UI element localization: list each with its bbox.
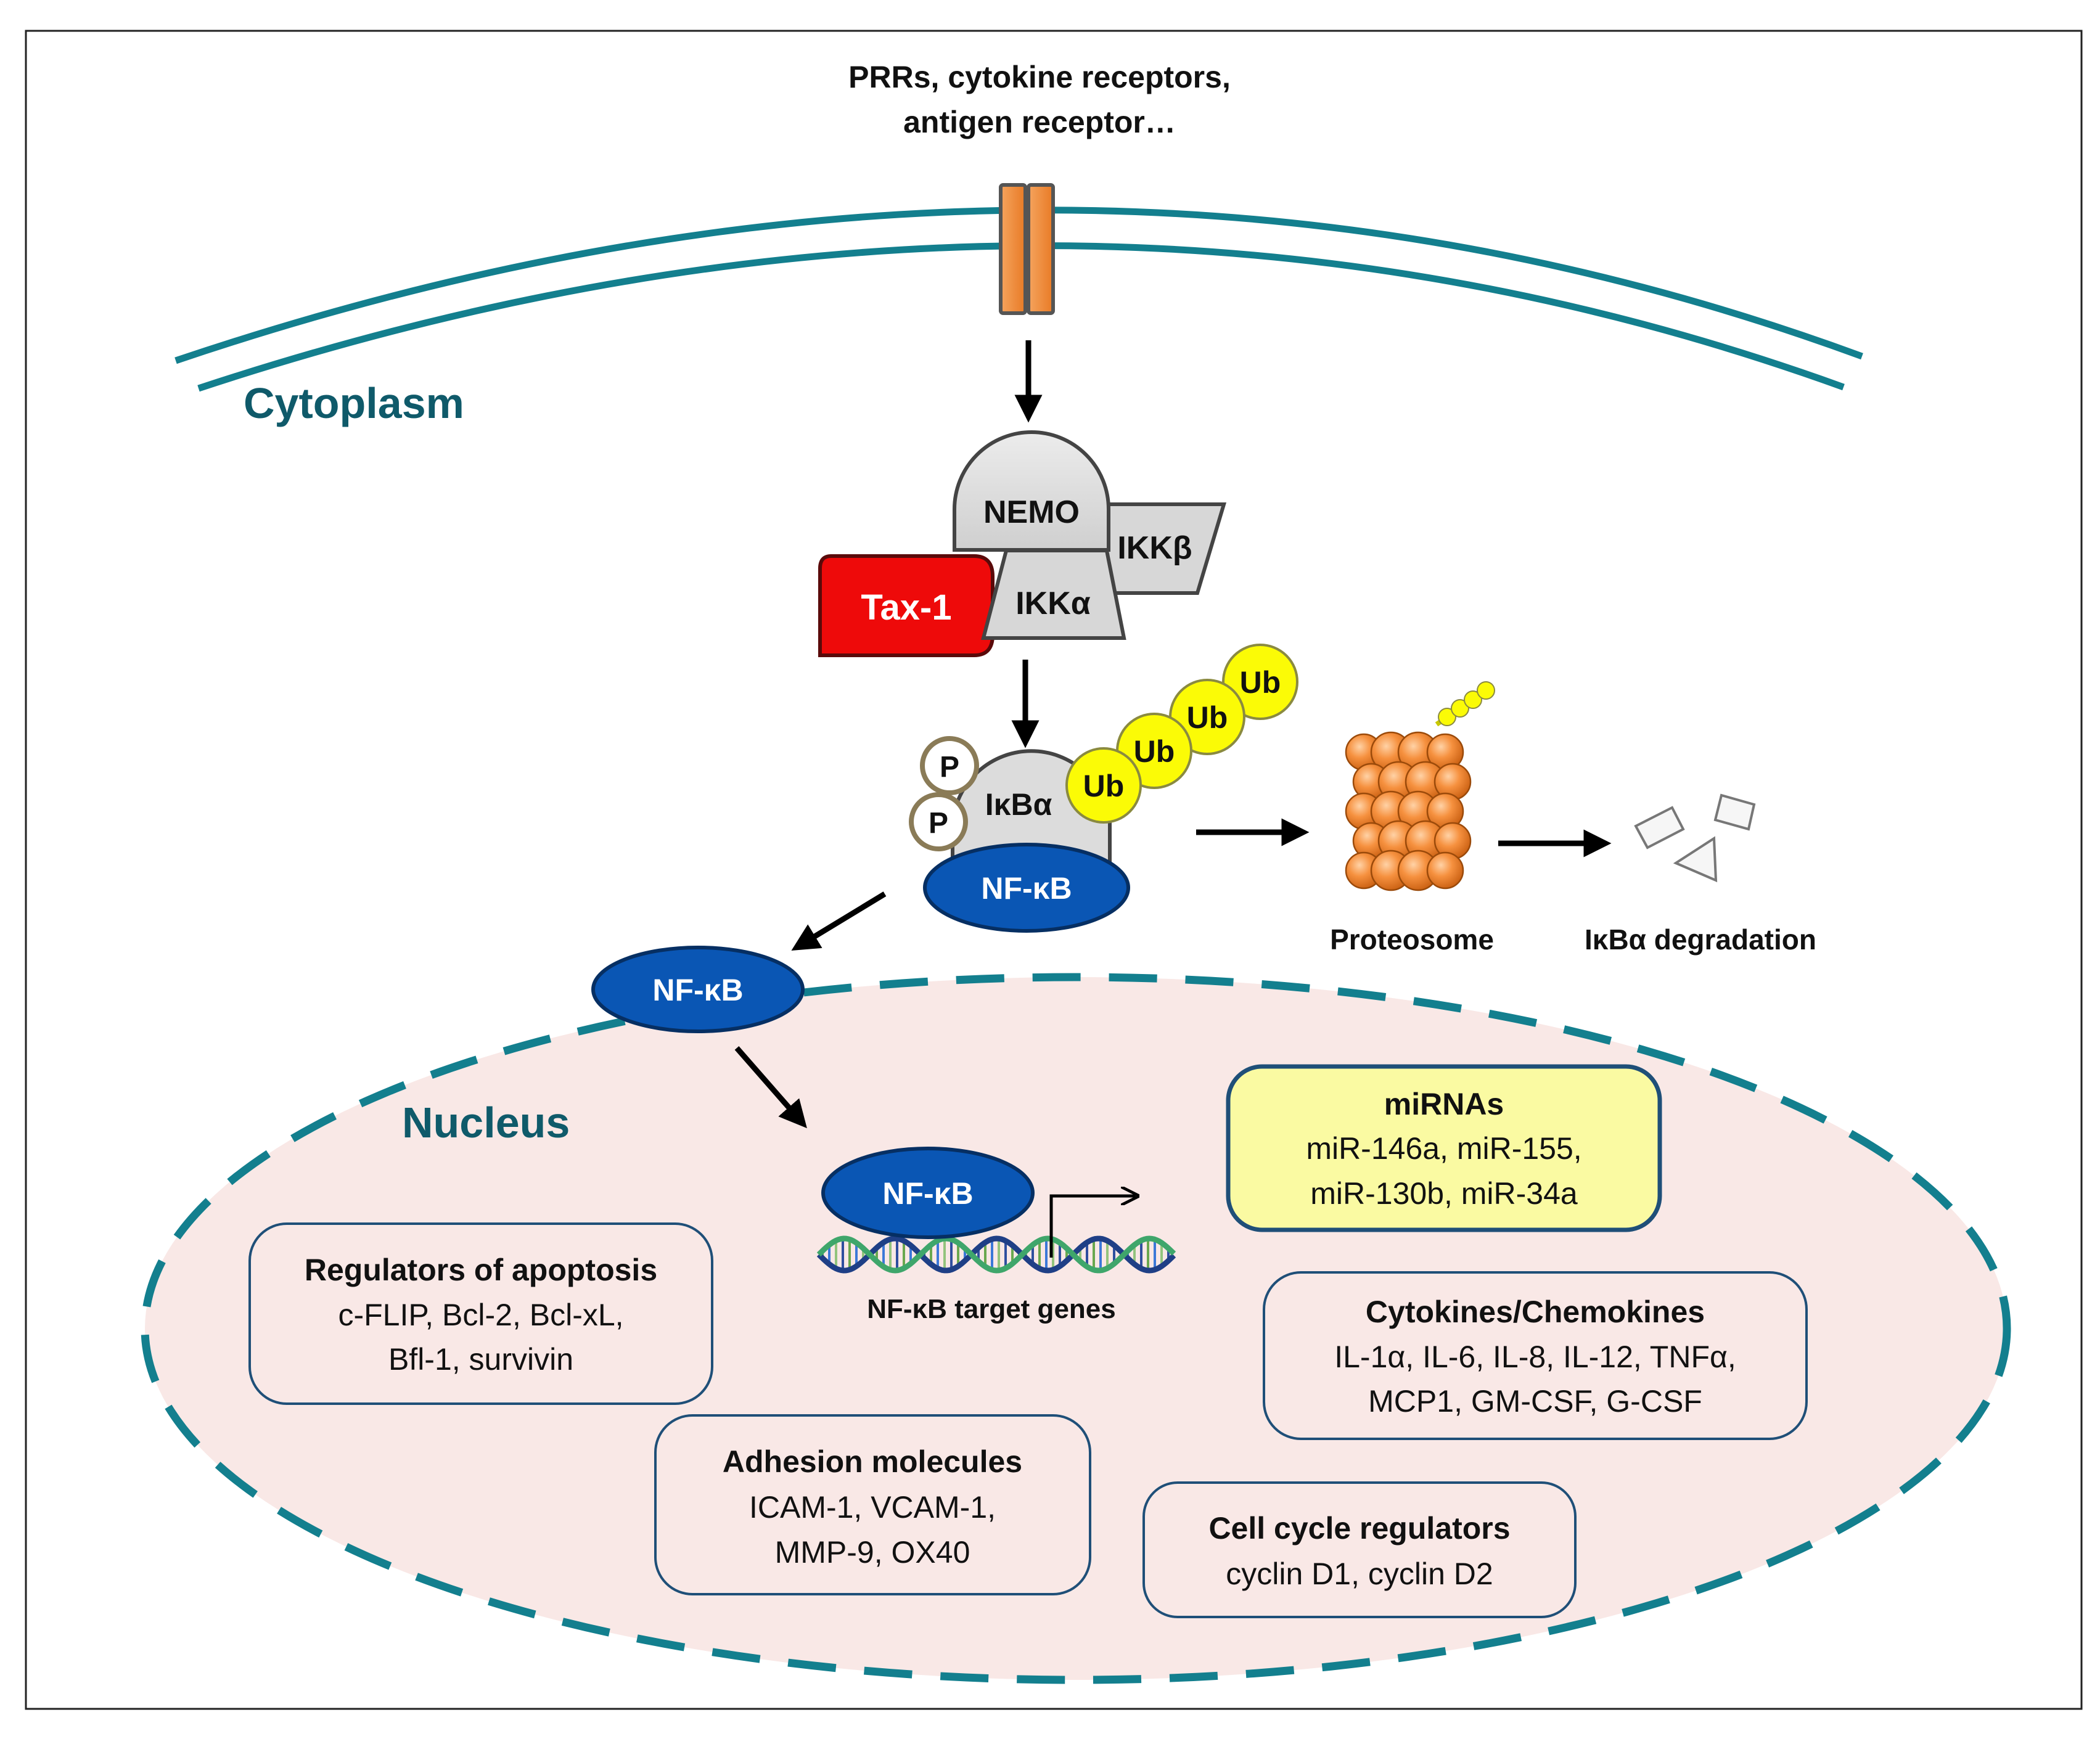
nfkb-bound-ellipse bbox=[821, 1147, 1035, 1239]
dna-helix-icon bbox=[816, 1235, 1176, 1274]
ubiquitin-label: Ub bbox=[1083, 769, 1125, 803]
dna-strand bbox=[816, 1235, 1176, 1274]
tax1-label: Tax-1 bbox=[861, 587, 951, 628]
phospho-label-2: P bbox=[929, 807, 948, 840]
adhesion-line1: ICAM-1, VCAM-1, bbox=[749, 1490, 996, 1525]
ubiquitin-label: Ub bbox=[1240, 665, 1281, 700]
target-genes-label: NF-κB target genes bbox=[867, 1294, 1115, 1324]
ubiquitin-circle bbox=[1222, 644, 1298, 720]
apoptosis-title: Regulators of apoptosis bbox=[305, 1253, 657, 1287]
dna-strand bbox=[816, 1235, 1176, 1274]
ubiquitin-circle bbox=[1065, 747, 1142, 824]
nemo-label: NEMO bbox=[983, 494, 1080, 530]
transcription-start-arrow bbox=[1049, 1196, 1136, 1258]
mirnas-line2: miR-130b, miR-34a bbox=[1310, 1176, 1578, 1211]
proteasome-label: Proteosome bbox=[1330, 923, 1494, 956]
ikba-label: IκBα bbox=[985, 787, 1052, 822]
apoptosis-line2: Bfl-1, survivin bbox=[388, 1342, 573, 1377]
ikba-nfkb-complex: IκBα NF-κB P P Ub Ub Ub Ub bbox=[909, 644, 1298, 933]
mirnas-title: miRNAs bbox=[1384, 1087, 1504, 1121]
ikk-alpha-shape bbox=[981, 549, 1126, 640]
proteasome-subunit bbox=[1426, 851, 1464, 890]
mirnas-line1: miR-146a, miR-155, bbox=[1306, 1131, 1581, 1166]
nemo-shape bbox=[953, 430, 1110, 552]
mirnas-box: miRNAs miR-146a, miR-155, miR-130b, miR-… bbox=[1226, 1064, 1662, 1232]
phospho-circle-2 bbox=[909, 792, 968, 851]
cytokines-line1: IL-1α, IL-6, IL-8, IL-12, TNFα, bbox=[1334, 1340, 1736, 1374]
proteasome-ub-tail bbox=[1435, 681, 1495, 727]
ikk-complex: IKKβ NEMO Tax-1 IKKα bbox=[818, 430, 1227, 657]
arrow-release-nfkb bbox=[791, 891, 887, 951]
cell-cycle-title: Cell cycle regulators bbox=[1208, 1511, 1510, 1545]
cell-cycle-box: Cell cycle regulators cyclin D1, cyclin … bbox=[1142, 1481, 1577, 1618]
nfkb-complex-label: NF-κB bbox=[981, 871, 1072, 906]
cytoplasm-label: Cytoplasm bbox=[244, 379, 464, 427]
apoptosis-regulators-box: Regulators of apoptosis c-FLIP, Bcl-2, B… bbox=[248, 1222, 713, 1405]
nfkb-complex-ellipse bbox=[923, 843, 1130, 933]
ubiquitin-label: Ub bbox=[1134, 734, 1175, 769]
tax1-shape bbox=[818, 554, 995, 657]
cytokines-line2: MCP1, GM-CSF, G-CSF bbox=[1368, 1384, 1702, 1419]
phospho-circle-1 bbox=[920, 736, 979, 795]
nfkb-translocating-label: NF-κB bbox=[652, 973, 743, 1007]
degradation-label: IκBα degradation bbox=[1585, 923, 1816, 956]
phospho-label-1: P bbox=[940, 751, 959, 784]
ubiquitin-label: Ub bbox=[1187, 700, 1228, 735]
nfkb-translocating-ellipse bbox=[591, 946, 805, 1033]
ubiquitin-chain: Ub Ub Ub Ub bbox=[1065, 644, 1298, 824]
arrow-into-nucleus bbox=[734, 1046, 807, 1129]
ikk-beta-label: IKKβ bbox=[1117, 530, 1192, 566]
apoptosis-line1: c-FLIP, Bcl-2, Bcl-xL, bbox=[338, 1298, 623, 1332]
adhesion-title: Adhesion molecules bbox=[723, 1444, 1022, 1479]
cell-cycle-line1: cyclin D1, cyclin D2 bbox=[1226, 1557, 1493, 1591]
adhesion-molecules-box: Adhesion molecules ICAM-1, VCAM-1, MMP-9… bbox=[654, 1414, 1091, 1595]
adhesion-line2: MMP-9, OX40 bbox=[775, 1535, 970, 1570]
cytokines-box: Cytokines/Chemokines IL-1α, IL-6, IL-8, … bbox=[1263, 1271, 1808, 1440]
proteasome-icon bbox=[1345, 681, 1495, 891]
degradation-fragments-icon bbox=[1634, 793, 1756, 883]
receptor-label-line2: antigen receptor… bbox=[903, 105, 1176, 139]
receptor-icon bbox=[999, 183, 1055, 315]
nfkb-bound-label: NF-κB bbox=[882, 1176, 973, 1211]
ikk-alpha-label: IKKα bbox=[1015, 586, 1091, 621]
nucleus-label: Nucleus bbox=[402, 1099, 570, 1147]
receptor-label-line1: PRRs, cytokine receptors, bbox=[848, 60, 1231, 94]
cytokines-title: Cytokines/Chemokines bbox=[1366, 1295, 1705, 1329]
